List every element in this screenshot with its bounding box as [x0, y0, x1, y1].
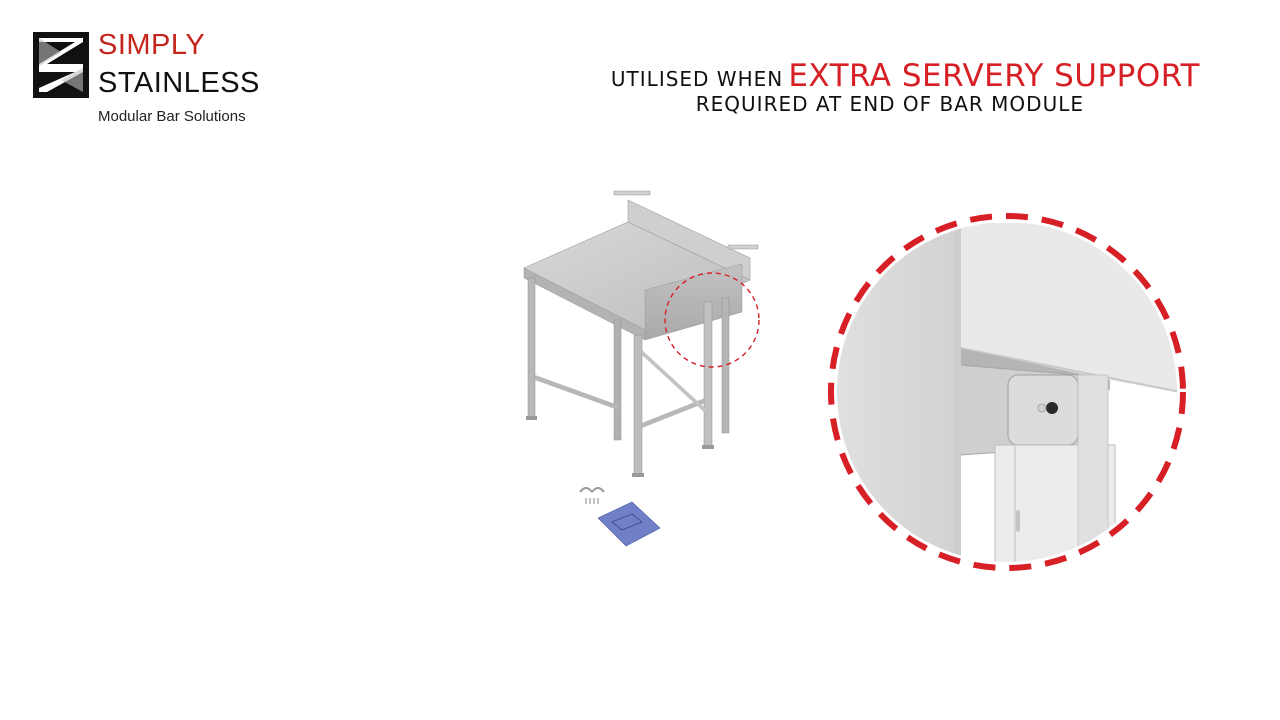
lower-rail-3 — [642, 350, 705, 413]
caption-highlight: EXTRA SERVERY SUPPORT — [788, 58, 1200, 94]
servery-module-illustration — [523, 190, 760, 547]
foot-3 — [702, 445, 714, 449]
side-panel-face — [837, 225, 955, 562]
feature-caption: UTILISED WHEN EXTRA SERVERY SUPPORT REQU… — [611, 58, 1200, 116]
brand-logo: SIMPLY STAINLESS Modular Bar Solutions — [33, 30, 293, 130]
leg-rear — [613, 319, 622, 441]
bracket-parts-icon — [579, 487, 605, 504]
leg-side-1 — [703, 301, 713, 448]
instruction-booklet — [597, 501, 661, 547]
leg-side-2 — [721, 297, 730, 434]
caption-line-1: UTILISED WHEN EXTRA SERVERY SUPPORT — [611, 58, 1200, 94]
lower-rail-1 — [535, 375, 618, 410]
detail-zoom-border — [828, 213, 1186, 571]
foot-2 — [632, 473, 644, 477]
leg-front-left — [527, 277, 536, 419]
leg-front-right — [633, 334, 643, 476]
detail-callout-circle — [664, 272, 760, 368]
top-bracket-left — [613, 190, 651, 196]
logo-word-stainless: STAINLESS — [98, 67, 260, 99]
lower-rail-2 — [642, 398, 705, 428]
detail-zoom-view — [828, 213, 1186, 571]
foot-1 — [526, 416, 537, 420]
bolt-icon — [1046, 402, 1058, 414]
logo-tagline: Modular Bar Solutions — [98, 108, 246, 125]
top-bracket-right — [727, 244, 759, 250]
caption-line-2: REQUIRED AT END OF BAR MODULE — [695, 92, 1084, 116]
caption-prefix: UTILISED WHEN — [610, 67, 784, 91]
logo-mark-icon — [33, 32, 89, 98]
logo-word-simply: SIMPLY — [98, 29, 206, 61]
